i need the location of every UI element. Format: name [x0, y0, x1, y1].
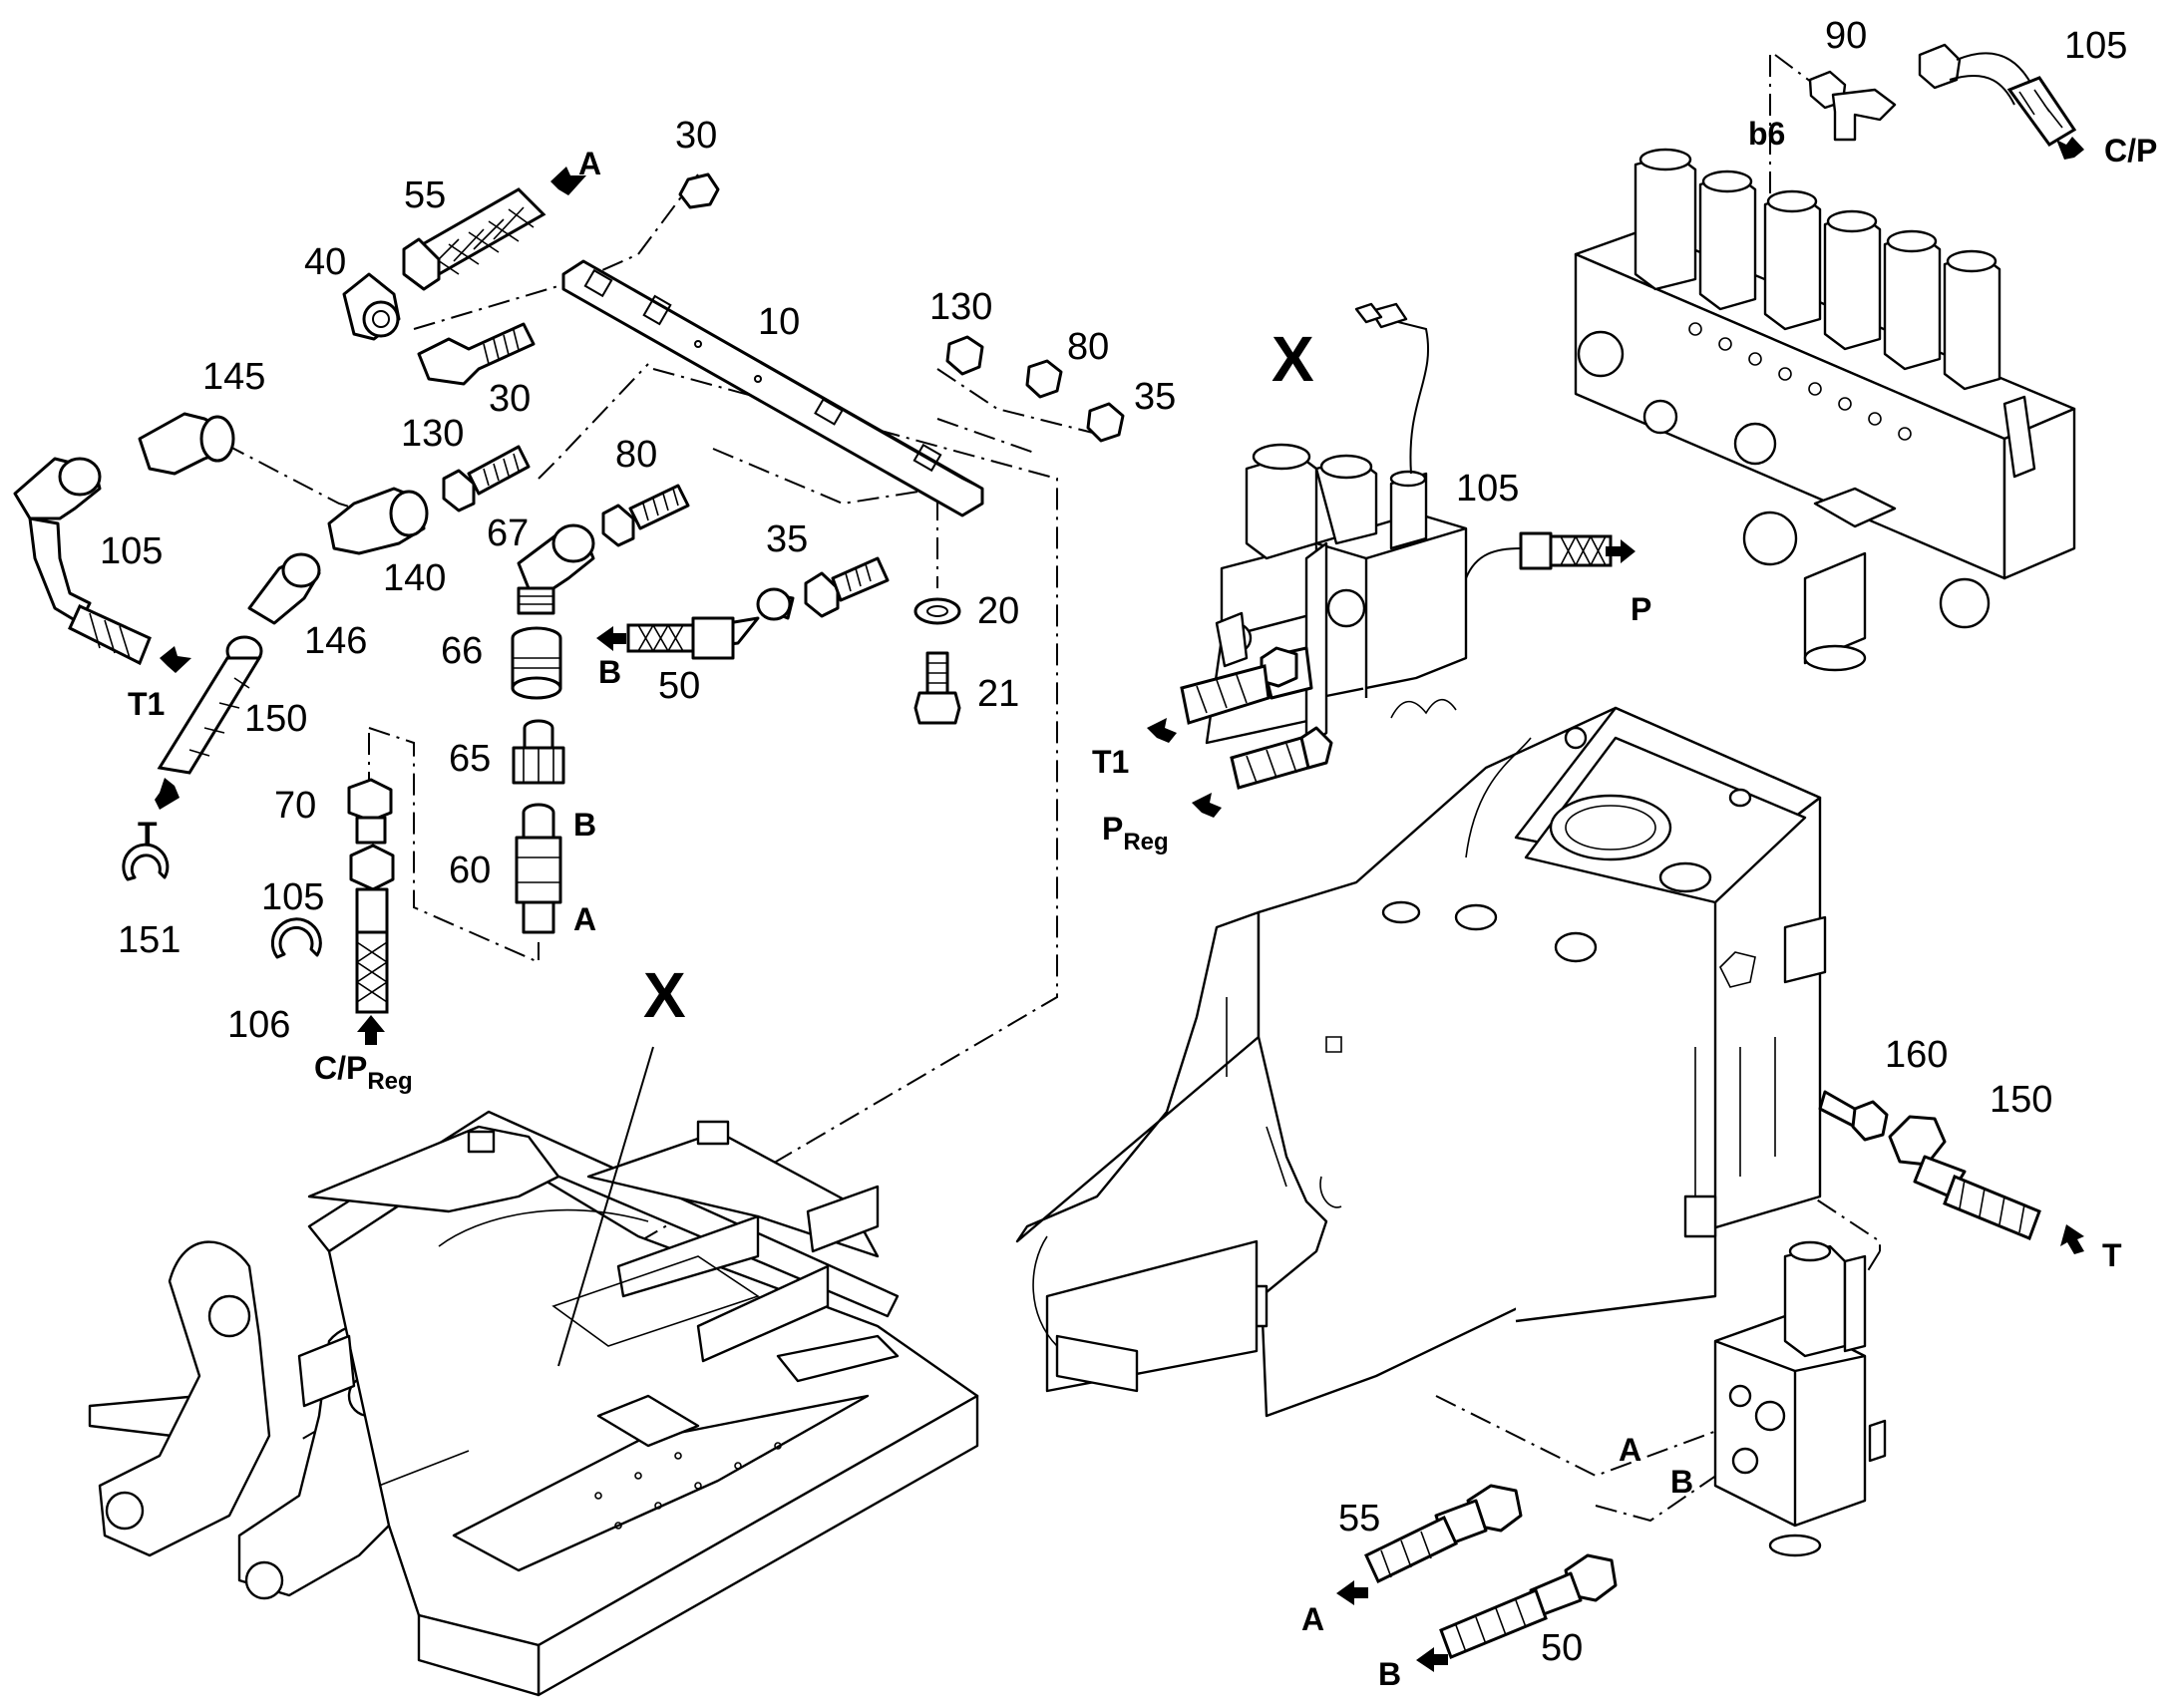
- machine-frame-right: [1015, 706, 1827, 1418]
- port-t1-valve: T1: [1092, 744, 1129, 780]
- callout-105-top-right: 105: [2064, 25, 2127, 67]
- port-p: P: [1631, 591, 1651, 627]
- nut-70: [347, 778, 393, 845]
- callout-55-top: 55: [404, 174, 446, 216]
- hose-50-bottom: [1416, 1553, 1618, 1672]
- washer-20: [913, 597, 961, 625]
- port-t-right: T: [2102, 1237, 2122, 1273]
- callout-labels: 30 55 A 40 10 30 145 130 130 80 80 35 35…: [100, 15, 2157, 1692]
- port-b-coupling: B: [573, 807, 596, 843]
- callout-90: 90: [1825, 15, 1867, 57]
- port-cp-reg: C/PReg: [314, 1050, 413, 1095]
- adapter-35: [804, 556, 890, 618]
- callout-30-top: 30: [675, 115, 717, 157]
- hose-105-vertical: [349, 844, 395, 1045]
- port-b6: b6: [1748, 116, 1785, 152]
- elbow-40: [342, 272, 401, 341]
- callout-10: 10: [758, 301, 800, 343]
- callout-105-mid: 105: [261, 876, 324, 918]
- callout-146: 146: [304, 620, 367, 662]
- clip-106: [270, 917, 322, 959]
- fitting-66: [511, 626, 562, 700]
- port-p-reg: PReg: [1102, 811, 1169, 855]
- adapter-130: [442, 445, 531, 512]
- adapter-160: [1818, 1090, 1889, 1142]
- callout-35-mid: 35: [766, 518, 808, 560]
- clip-151: [122, 843, 170, 881]
- port-a-bottom: A: [1301, 1601, 1324, 1637]
- valve-block-x: [1147, 302, 1635, 818]
- elbow-30: [417, 322, 536, 386]
- hose-55-bottom: [1336, 1484, 1523, 1605]
- callout-70: 70: [274, 785, 316, 827]
- nut-35: [1086, 402, 1125, 443]
- nut-130: [945, 335, 984, 376]
- callout-80-right: 80: [1067, 326, 1109, 368]
- bolt-21: [913, 651, 961, 725]
- elbow-146: [247, 552, 321, 625]
- callout-66: 66: [441, 630, 483, 672]
- main-control-valve: [1574, 43, 2084, 672]
- callout-50-bottom: 50: [1541, 1627, 1583, 1669]
- tee-140: [327, 487, 429, 555]
- hose-55-top: [402, 167, 586, 291]
- view-x-label-left: X: [643, 959, 686, 1031]
- callout-130-left: 130: [401, 413, 464, 455]
- callout-105-left: 105: [100, 530, 163, 572]
- callout-105-valve: 105: [1456, 468, 1519, 510]
- callout-145: 145: [202, 356, 265, 398]
- adapter-80: [601, 484, 690, 547]
- port-a-coupling: A: [573, 901, 596, 937]
- nut-30-top: [678, 172, 720, 209]
- callout-80-mid: 80: [615, 434, 657, 476]
- callout-60: 60: [449, 850, 491, 891]
- chassis-frame: [88, 1110, 979, 1697]
- callout-30-mid: 30: [489, 378, 531, 420]
- callout-160: 160: [1885, 1034, 1948, 1076]
- port-t-left: T: [138, 816, 158, 852]
- callout-35-right: 35: [1134, 376, 1176, 418]
- port-cp-top-right: C/P: [2104, 133, 2157, 169]
- hose-50-left: [596, 587, 795, 660]
- elbow-67: [517, 523, 595, 615]
- callout-151: 151: [118, 919, 181, 961]
- x-callout-line: [557, 1046, 654, 1367]
- port-b-mid: B: [598, 654, 621, 690]
- coupling-65: [512, 719, 565, 785]
- port-t1-left: T1: [128, 686, 165, 722]
- mounting-bar-10: [561, 259, 984, 517]
- port-b-bottom: B: [1378, 1656, 1401, 1692]
- port-a-top: A: [578, 146, 601, 181]
- callout-140: 140: [383, 557, 446, 599]
- callout-55-bottom: 55: [1338, 1498, 1380, 1539]
- callout-65: 65: [449, 738, 491, 780]
- callout-150-right: 150: [1990, 1079, 2052, 1121]
- callout-150-left: 150: [244, 698, 307, 740]
- callout-50-mid: 50: [658, 665, 700, 707]
- hose-150-left: [155, 635, 263, 810]
- port-b-line: B: [1670, 1464, 1693, 1500]
- port-a-line: A: [1619, 1432, 1641, 1468]
- tee-105-left: [13, 457, 191, 673]
- callout-20: 20: [977, 590, 1019, 632]
- callout-130-right: 130: [929, 286, 992, 328]
- hose-150-right: [1888, 1115, 2084, 1254]
- tee-145: [138, 412, 235, 476]
- callout-106: 106: [227, 1004, 290, 1046]
- nut-80: [1025, 359, 1063, 399]
- callout-67: 67: [487, 512, 529, 554]
- valve-block-bottom-right: [1713, 1240, 1887, 1557]
- callout-21: 21: [977, 673, 1019, 715]
- coupling-60: [515, 803, 562, 934]
- view-x-label-right: X: [1272, 323, 1314, 395]
- callout-40: 40: [304, 241, 346, 283]
